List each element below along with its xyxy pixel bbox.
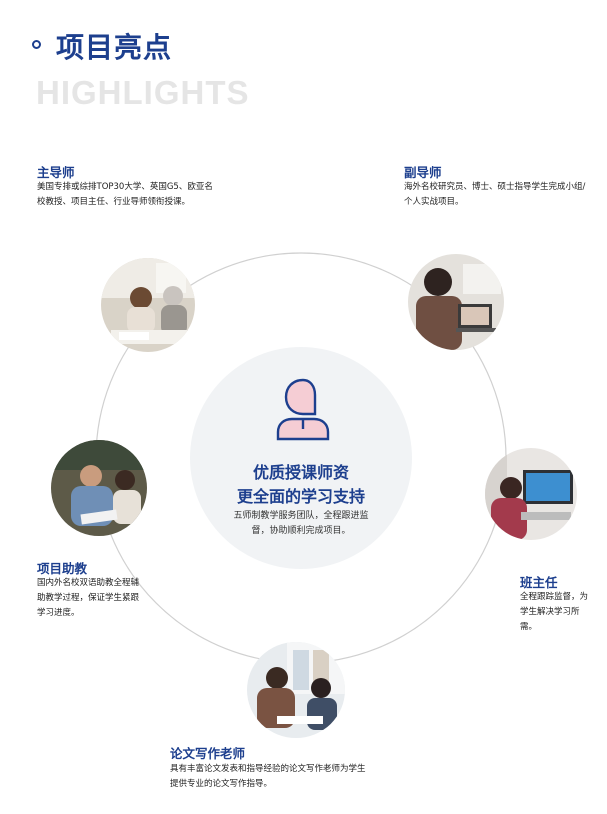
center-headline-1: 优质授课师资 bbox=[252, 463, 349, 482]
center-description: 五师制教学服务团队，全程跟进监督，协助顺利完成项目。 bbox=[233, 511, 369, 536]
role-desc-teaching-assistant: 国内外名校双语助教全程辅助教学过程，保证学生紧跟学习进度。 bbox=[37, 578, 140, 618]
role-desc-assistant-mentor: 海外名校研究员、博士、硕士指导学生完成小组/个人实战项目。 bbox=[404, 182, 586, 207]
photo-main-mentor bbox=[101, 258, 195, 352]
center-headline-2: 更全面的学习支持 bbox=[236, 487, 365, 506]
photo-writing-teacher bbox=[247, 642, 345, 738]
role-desc-class-advisor: 全程跟踪监督，为学生解决学习所需。 bbox=[520, 592, 589, 632]
role-title-writing-teacher: 论文写作老师 bbox=[170, 746, 246, 761]
page-title: 项目亮点 bbox=[56, 31, 173, 64]
person-icon bbox=[276, 378, 330, 441]
role-title-main-mentor: 主导师 bbox=[37, 165, 75, 180]
photo-assistant-mentor bbox=[408, 254, 504, 350]
role-desc-main-mentor: 美国专排或综排TOP30大学、英国G5、欧亚名校教授、项目主任、行业导师领衔授课… bbox=[37, 182, 213, 207]
photo-class-advisor bbox=[485, 448, 577, 540]
role-title-assistant-mentor: 副导师 bbox=[404, 165, 442, 180]
photo-teaching-assistant bbox=[51, 440, 147, 536]
center-circle: 优质授课师资 更全面的学习支持 五师制教学服务团队，全程跟进监督，协助顺利完成项… bbox=[190, 347, 412, 569]
role-desc-writing-teacher: 具有丰富论文发表和指导经验的论文写作老师为学生提供专业的论文写作指导。 bbox=[170, 764, 366, 789]
role-title-teaching-assistant: 项目助教 bbox=[37, 561, 88, 576]
role-title-class-advisor: 班主任 bbox=[520, 575, 558, 590]
page-subtitle: HIGHLIGHTS bbox=[36, 74, 250, 111]
title-bullet-icon bbox=[32, 40, 41, 49]
